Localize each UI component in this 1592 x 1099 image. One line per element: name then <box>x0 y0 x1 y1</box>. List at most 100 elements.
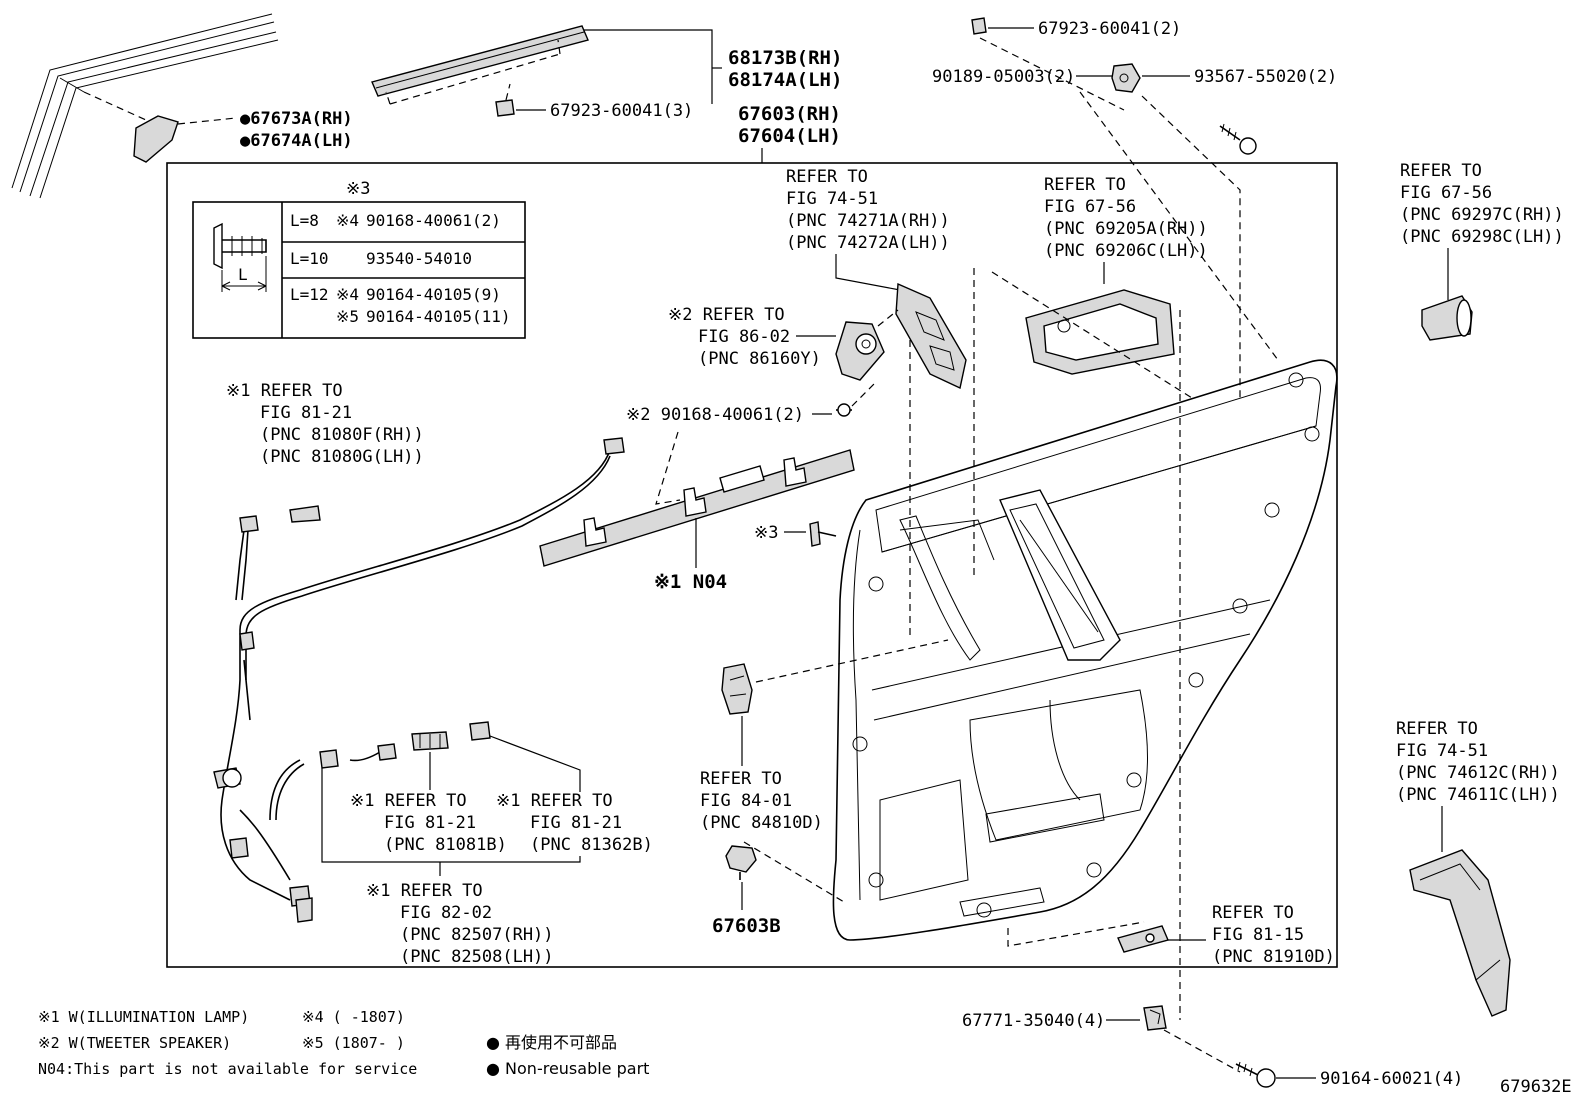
ref-cover-line-2: FIG 67-56 <box>1400 183 1492 203</box>
ref-courtesy-line-2: FIG 81-15 <box>1212 925 1304 945</box>
table-row-3-note: ※4 <box>336 285 359 304</box>
ref-switch-bezel: REFER TO FIG 74-51 (PNC 74271A(RH)) (PNC… <box>786 167 950 253</box>
clip-table-header: ※3 <box>346 179 370 199</box>
ref-81081b-line-3: (PNC 81081B) <box>384 835 507 855</box>
ref-81081b-line-1: ※1 REFER TO <box>350 791 467 811</box>
table-row-1-part: 90168-40061(2) <box>366 211 501 230</box>
ref-armrest-line-3: (PNC 74612C(RH)) <box>1396 763 1560 783</box>
table-row-1-note: ※4 <box>336 211 359 230</box>
table-row-4-note: ※5 <box>336 307 359 326</box>
tweeter-screw-label: ※2 90168-40061(2) <box>626 405 804 425</box>
ref-reflector-line-1: REFER TO <box>700 769 782 789</box>
ref-reflector: REFER TO FIG 84-01 (PNC 84810D) <box>700 769 823 833</box>
ref-bezel-line-3: (PNC 74271A(RH)) <box>786 211 950 231</box>
ref-wire-line-1: ※1 REFER TO <box>366 881 483 901</box>
table-row-2-part: 93540-54010 <box>366 249 472 268</box>
clip-part <box>495 99 515 117</box>
ref-lamp-upper: ※1 REFER TO FIG 81-21 (PNC 81080F(RH)) (… <box>226 381 424 467</box>
screw-label: 93567-55020(2) <box>1194 67 1337 87</box>
ref-lamp-81362b: ※1 REFER TO FIG 81-21 (PNC 81362B) <box>496 791 653 855</box>
assembly-frame <box>166 162 1338 968</box>
ref-armrest-line-4: (PNC 74611C(LH)) <box>1396 785 1560 805</box>
clip-2-label: 67923-60041(2) <box>1038 19 1181 39</box>
ref-courtesy-line-3: (PNC 81910D) <box>1212 947 1335 967</box>
ref-wire-line-2: FIG 82-02 <box>400 903 492 923</box>
clip-3-label: 67923-60041(3) <box>550 101 693 121</box>
n04-label: ※1 N04 <box>654 571 727 593</box>
ref-tweeter-line-2: FIG 86-02 <box>698 327 790 347</box>
table-row-4-part: 90164-40105(11) <box>366 307 511 326</box>
ref-81081b-line-2: FIG 81-21 <box>384 813 476 833</box>
clip-marker-label: ※3 <box>754 523 778 543</box>
n04-bracket-part <box>539 449 855 567</box>
ref-handle-line-3: (PNC 69205A(RH)) <box>1044 219 1208 239</box>
footnotes: ※1 W(ILLUMINATION LAMP) ※4 ( -1807) ※2 W… <box>38 1008 649 1078</box>
lamp-81362b-part <box>469 721 491 741</box>
ref-wire-line-4: (PNC 82508(LH)) <box>400 947 554 967</box>
ref-tweeter-line-1: ※2 REFER TO <box>668 305 785 325</box>
lamp-81081b-part <box>411 731 449 751</box>
ref-tweeter-line-3: (PNC 86160Y) <box>698 349 821 369</box>
table-row-3-part: 90164-40105(9) <box>366 285 501 304</box>
ref-cover-line-3: (PNC 69297C(RH)) <box>1400 205 1564 225</box>
ref-lamp-upper-line-2: FIG 81-21 <box>260 403 352 423</box>
weatherstrip-part <box>371 25 589 105</box>
clip-screw-icon: L <box>213 222 267 292</box>
ref-lamp-upper-line-4: (PNC 81080G(LH)) <box>260 447 424 467</box>
courtesy-lamp-part <box>1117 925 1169 953</box>
armrest-part <box>1409 849 1511 1017</box>
ref-bezel-line-2: FIG 74-51 <box>786 189 878 209</box>
footnote-en: ● Non-reusable part <box>486 1059 649 1078</box>
screw-part <box>1219 123 1257 155</box>
ref-inside-handle: REFER TO FIG 67-56 (PNC 69205A(RH)) (PNC… <box>1044 175 1208 261</box>
footnote-n04: N04:This part is not available for servi… <box>38 1060 417 1078</box>
ref-wire: ※1 REFER TO FIG 82-02 (PNC 82507(RH)) (P… <box>366 881 554 967</box>
panel-rh-label: 67603(RH) <box>738 103 841 125</box>
clip-4-label: 67771-35040(4) <box>962 1011 1105 1031</box>
reflector-part <box>721 663 753 715</box>
nut-label: 90189-05003(2) <box>932 67 1075 87</box>
clip-4-part <box>1143 1005 1167 1031</box>
ref-cover-line-4: (PNC 69298C(LH)) <box>1400 227 1564 247</box>
ref-handle-cover: REFER TO FIG 67-56 (PNC 69297C(RH)) (PNC… <box>1400 161 1564 247</box>
clip-67603b-part <box>725 845 757 880</box>
clip-dim-label: L <box>238 265 248 284</box>
garnish-rh-label: ●67673A(RH) <box>240 109 353 129</box>
ref-81362b-line-1: ※1 REFER TO <box>496 791 613 811</box>
clip-table: ※3 L L=8 ※4 90168-40061(2) L=10 93540-54… <box>192 179 526 339</box>
garnish-lh-label: ●67674A(LH) <box>240 131 353 151</box>
wire-harness <box>213 437 625 923</box>
clip-marker-part <box>809 521 837 547</box>
weatherstrip-lh-label: 68174A(LH) <box>728 69 842 91</box>
ref-armrest-line-1: REFER TO <box>1396 719 1478 739</box>
ref-bezel-line-1: REFER TO <box>786 167 868 187</box>
ref-courtesy-line-1: REFER TO <box>1212 903 1294 923</box>
ref-81362b-line-2: FIG 81-21 <box>530 813 622 833</box>
tweeter-part <box>835 321 885 381</box>
footnote-4: ※4 ( -1807) <box>302 1008 405 1026</box>
switch-bezel-part <box>895 282 967 390</box>
handle-cover-part <box>1421 295 1473 341</box>
diagram-code: 679632E <box>1500 1077 1572 1097</box>
panel-lh-label: 67604(LH) <box>738 125 841 147</box>
nut-part <box>1111 63 1141 93</box>
inside-handle-part <box>1025 289 1175 375</box>
garnish-part <box>133 115 179 163</box>
ref-wire-line-3: (PNC 82507(RH)) <box>400 925 554 945</box>
ref-cover-line-1: REFER TO <box>1400 161 1482 181</box>
ref-lamp-upper-line-1: ※1 REFER TO <box>226 381 343 401</box>
ref-bezel-line-4: (PNC 74272A(LH)) <box>786 233 950 253</box>
footnote-2: ※2 W(TWEETER SPEAKER) <box>38 1034 231 1052</box>
door-frame-sketch <box>11 13 279 199</box>
lamp-upper-part <box>289 505 321 523</box>
ref-handle-line-2: FIG 67-56 <box>1044 197 1136 217</box>
tweeter-screw-part <box>836 403 852 417</box>
table-row-2-length: L=10 <box>290 249 329 268</box>
ref-reflector-line-2: FIG 84-01 <box>700 791 792 811</box>
ref-armrest: REFER TO FIG 74-51 (PNC 74612C(RH)) (PNC… <box>1396 719 1560 805</box>
ref-handle-line-1: REFER TO <box>1044 175 1126 195</box>
ref-lamp-81081b: ※1 REFER TO FIG 81-21 (PNC 81081B) <box>350 791 507 855</box>
table-row-3-length: L=12 <box>290 285 329 304</box>
weatherstrip-rh-label: 68173B(RH) <box>728 47 842 69</box>
